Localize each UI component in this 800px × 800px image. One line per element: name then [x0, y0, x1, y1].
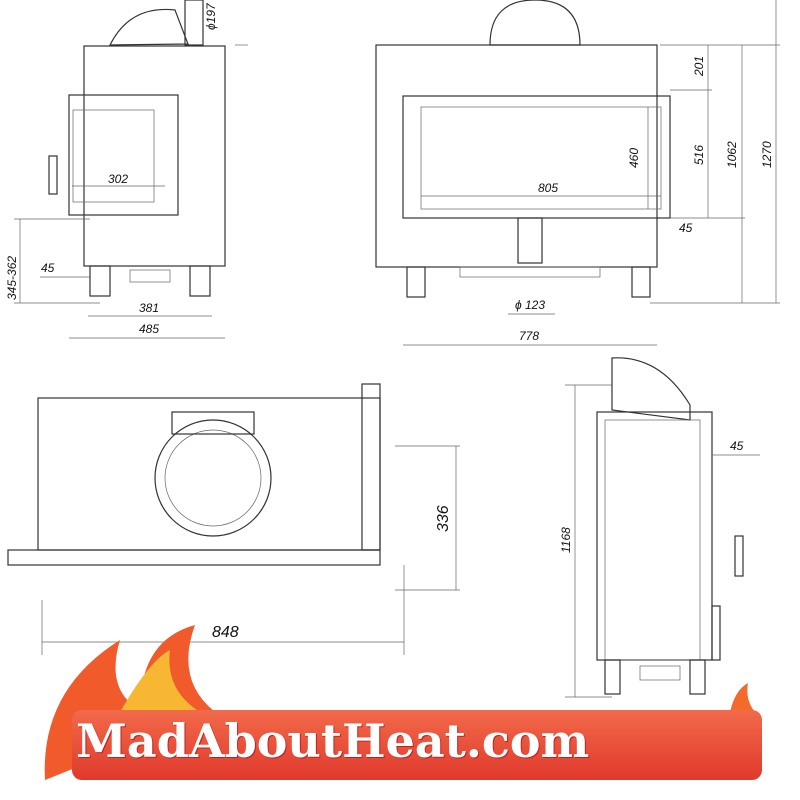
dim-leg-height: 345-362: [5, 256, 19, 300]
dim-glass-width: 302: [108, 172, 128, 186]
dim-side-height: 1168: [559, 527, 573, 553]
dim-offset-front: 45: [679, 221, 693, 235]
dim-body-width-front: 778: [519, 329, 539, 343]
right-side-view: [565, 357, 760, 698]
dim-side-offset: 45: [730, 439, 744, 453]
dim-leg-span: 381: [139, 301, 159, 315]
dim-total-height: 1270: [760, 141, 774, 168]
logo-band: [72, 710, 762, 780]
dim-glass-width-front: 805: [538, 181, 558, 195]
dim-body-width: 485: [139, 322, 159, 336]
dim-depth: 336: [435, 505, 452, 532]
dim-total-width: 848: [212, 624, 239, 641]
dim-flue-diameter: ϕ197: [204, 2, 218, 30]
logo-banner: MadAboutHeat.com: [42, 710, 762, 780]
dim-top-section: 201: [692, 56, 706, 77]
dim-glass-height: 460: [627, 148, 641, 168]
top-view: [7, 383, 460, 655]
dim-offset: 45: [41, 261, 55, 275]
dim-door-height: 516: [692, 145, 706, 165]
dim-air-inlet: ϕ 123: [515, 298, 545, 312]
dim-body-height: 1062: [725, 141, 739, 168]
front-view: [375, 0, 780, 346]
logo-text: MadAboutHeat.com: [76, 714, 590, 768]
corner-side-view: [14, 0, 248, 339]
